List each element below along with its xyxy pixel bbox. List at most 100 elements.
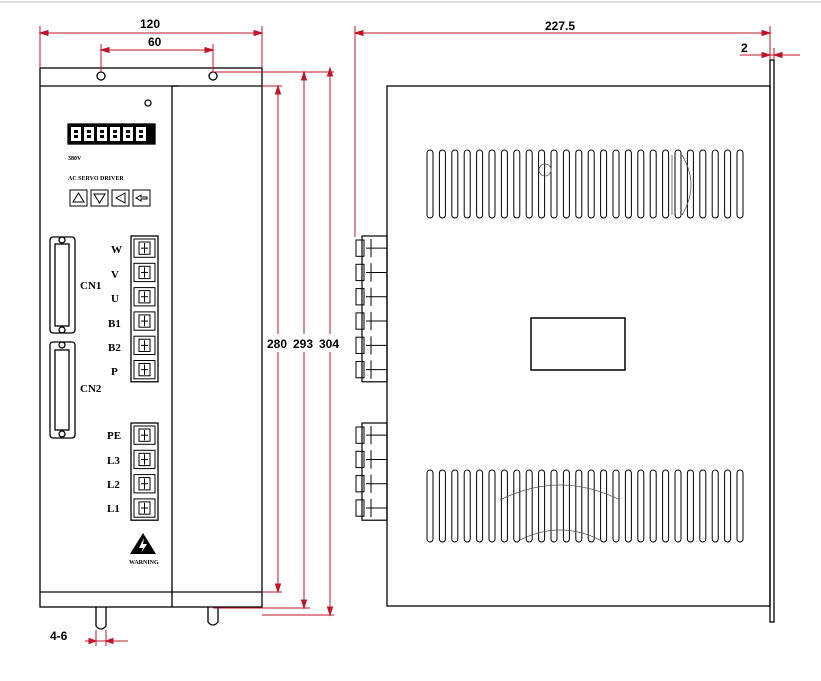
vent-slot bbox=[686, 469, 694, 543]
vent-slot bbox=[525, 469, 533, 543]
bottom-vent-slots bbox=[426, 469, 744, 543]
vent-slot bbox=[736, 469, 744, 543]
vent-slot bbox=[562, 149, 570, 219]
terminal-label-u: U bbox=[111, 293, 119, 305]
dim-height-inner: 280 bbox=[267, 337, 287, 351]
up-arrow-icon[interactable] bbox=[69, 189, 88, 207]
vent-slot bbox=[637, 469, 645, 543]
terminal-screw-w bbox=[133, 238, 156, 258]
vent-slot bbox=[699, 469, 707, 543]
front-view bbox=[39, 67, 263, 630]
vent-slot bbox=[711, 149, 719, 219]
vent-slot bbox=[500, 469, 508, 543]
motor-terminal-block bbox=[130, 235, 159, 383]
vent-slot bbox=[724, 149, 732, 219]
side-dimensions bbox=[353, 26, 800, 237]
vent-slot bbox=[451, 469, 459, 543]
vent-slot bbox=[463, 149, 471, 219]
left-arrow-icon[interactable] bbox=[111, 189, 130, 207]
vent-slot bbox=[724, 469, 732, 543]
vent-slot bbox=[662, 149, 670, 219]
dim-height-outer: 304 bbox=[319, 337, 339, 351]
vent-slot bbox=[699, 149, 707, 219]
vent-slot bbox=[476, 469, 484, 543]
vent-slot bbox=[438, 149, 446, 219]
vent-slot bbox=[637, 149, 645, 219]
vent-slot bbox=[513, 469, 521, 543]
vent-slot bbox=[612, 149, 620, 219]
terminal-label-l1: L1 bbox=[107, 503, 120, 515]
vent-slot bbox=[686, 149, 694, 219]
vent-slot bbox=[674, 469, 682, 543]
vent-slot bbox=[538, 149, 546, 219]
terminal-screw-pe bbox=[133, 425, 156, 445]
terminal-label-w: W bbox=[111, 244, 122, 256]
top-vent-slots bbox=[426, 149, 744, 219]
vent-slot bbox=[587, 149, 595, 219]
terminal-screw-l2 bbox=[133, 474, 156, 494]
terminal-screw-u bbox=[133, 287, 156, 307]
side-terminal-profile bbox=[355, 235, 388, 521]
vent-slot bbox=[426, 149, 434, 219]
vent-slot bbox=[600, 149, 608, 219]
vent-slot bbox=[451, 149, 459, 219]
terminal-label-p: P bbox=[111, 366, 118, 378]
warning-icon bbox=[130, 533, 156, 554]
vent-slot bbox=[463, 469, 471, 543]
vent-slot bbox=[575, 149, 583, 219]
fan-outline bbox=[499, 154, 692, 541]
terminal-label-pe: PE bbox=[107, 430, 121, 442]
terminal-label-b2: B2 bbox=[108, 342, 121, 354]
vent-slot bbox=[575, 469, 583, 543]
keypad bbox=[69, 189, 151, 207]
down-arrow-icon[interactable] bbox=[90, 189, 109, 207]
terminal-screw-l1 bbox=[133, 498, 156, 518]
cn2-label: CN2 bbox=[80, 383, 102, 395]
dim-flange-thickness: 2 bbox=[741, 41, 748, 55]
led-display bbox=[71, 127, 146, 141]
vent-slot bbox=[649, 469, 657, 543]
vent-slot bbox=[711, 469, 719, 543]
vent-slot bbox=[500, 149, 508, 219]
terminal-screw-b1 bbox=[133, 311, 156, 331]
vent-slot bbox=[513, 149, 521, 219]
vent-slot bbox=[612, 469, 620, 543]
dim-slot-width: 4-6 bbox=[50, 629, 68, 643]
dim-front-width: 120 bbox=[140, 17, 160, 31]
warning-label: WARNING bbox=[129, 560, 159, 566]
model-label: 380V bbox=[68, 156, 82, 162]
vent-slot bbox=[562, 469, 570, 543]
vent-slot bbox=[624, 149, 632, 219]
vent-slot bbox=[488, 469, 496, 543]
vent-slot bbox=[476, 149, 484, 219]
terminal-screw-p bbox=[133, 360, 156, 380]
terminal-label-v: V bbox=[111, 269, 119, 281]
terminal-screw-b2 bbox=[133, 335, 156, 356]
vent-slot bbox=[525, 149, 533, 219]
vent-slot bbox=[438, 469, 446, 543]
vent-slot bbox=[426, 469, 434, 543]
enter-icon[interactable] bbox=[132, 189, 151, 207]
terminal-screw-v bbox=[133, 262, 156, 283]
dim-height-mid: 293 bbox=[293, 337, 313, 351]
vent-slot bbox=[538, 469, 546, 543]
vent-slot bbox=[649, 149, 657, 219]
cn1-label: CN1 bbox=[80, 280, 101, 292]
vent-slot bbox=[600, 469, 608, 543]
driver-subtitle: AC SERVO DRIVER bbox=[68, 176, 124, 182]
terminal-label-l3: L3 bbox=[107, 455, 120, 467]
vent-slot bbox=[550, 149, 558, 219]
vent-slot bbox=[624, 469, 632, 543]
vent-slot bbox=[662, 469, 670, 543]
dim-side-depth: 227.5 bbox=[545, 19, 575, 33]
dim-hole-spacing: 60 bbox=[148, 35, 162, 49]
vent-slot bbox=[488, 149, 496, 219]
vent-slot bbox=[587, 469, 595, 543]
vent-slot bbox=[550, 469, 558, 543]
vent-slot bbox=[674, 149, 682, 219]
terminal-label-b1: B1 bbox=[108, 318, 121, 330]
terminal-screw-l3 bbox=[133, 449, 156, 470]
vent-slot bbox=[736, 149, 744, 219]
terminal-label-l2: L2 bbox=[107, 479, 120, 491]
